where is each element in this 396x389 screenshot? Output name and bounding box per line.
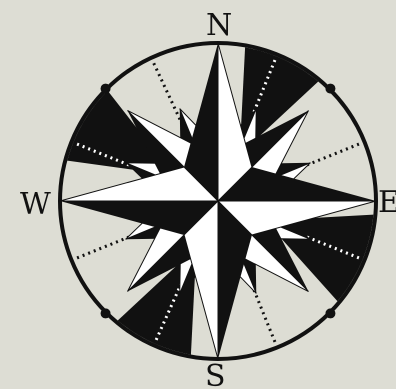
ring-knob [101, 308, 111, 318]
ring-knob [101, 84, 111, 94]
ring-knob [325, 84, 335, 94]
label-east: E [378, 185, 396, 220]
label-west: W [20, 187, 51, 222]
label-north: N [206, 8, 232, 43]
label-south: S [205, 359, 226, 389]
ring-knob [325, 308, 335, 318]
